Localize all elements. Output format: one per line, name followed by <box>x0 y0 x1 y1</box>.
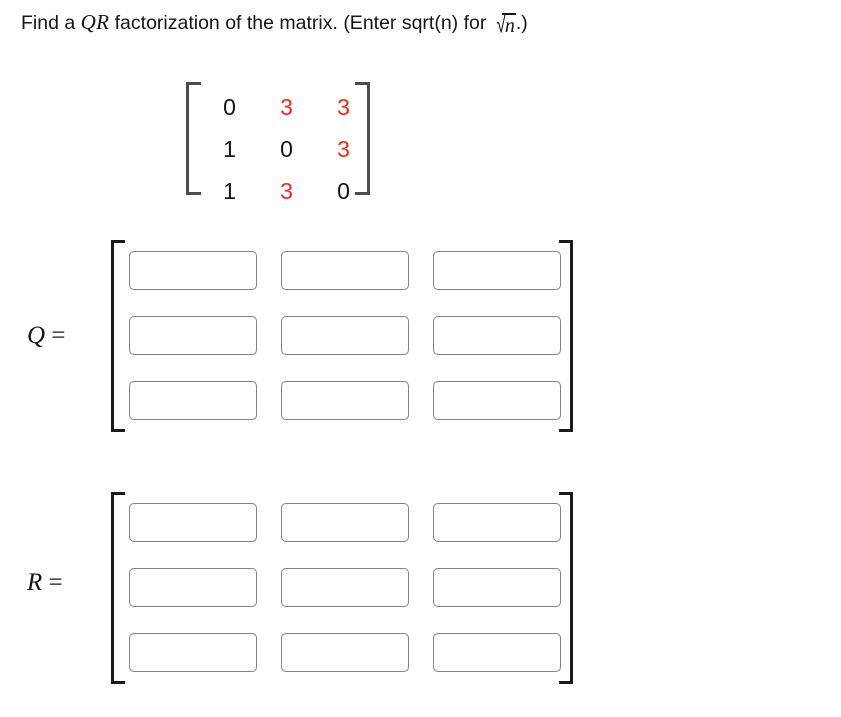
matrix-label-q: Q = <box>27 322 99 350</box>
matrix-cell-r3c3: 0 <box>337 177 350 204</box>
q-input-r2c1[interactable] <box>129 316 257 355</box>
r-input-r1c1[interactable] <box>129 503 257 542</box>
matrix-label-q-variable: Q <box>27 322 46 349</box>
matrix-label-r-variable: R <box>27 569 43 596</box>
q-input-r2c2[interactable] <box>281 316 409 355</box>
matrix-cell-r1c2: 3 <box>280 93 293 120</box>
q-input-r3c3[interactable] <box>433 381 561 420</box>
r-right-bracket <box>559 492 573 684</box>
matrix-cell-r3c1: 1 <box>223 177 236 204</box>
prompt-text-middle: factorization of the matrix. (Enter sqrt… <box>109 12 492 34</box>
matrix-cell-r1c1: 0 <box>223 93 236 120</box>
prompt-text-tail: .) <box>515 12 528 34</box>
prompt-text-lead: Find a <box>21 12 81 34</box>
matrix-label-r-equals: = <box>42 569 63 596</box>
q-input-r2c3[interactable] <box>433 316 561 355</box>
radical-sign-icon: √ <box>496 10 506 38</box>
r-input-r1c3[interactable] <box>433 503 561 542</box>
r-input-r3c1[interactable] <box>129 633 257 672</box>
q-input-r3c1[interactable] <box>129 381 257 420</box>
q-input-grid <box>129 251 561 420</box>
square-root-notation: √n <box>495 12 516 38</box>
r-input-r1c2[interactable] <box>281 503 409 542</box>
r-input-r2c1[interactable] <box>129 568 257 607</box>
r-input-r3c2[interactable] <box>281 633 409 672</box>
r-input-r2c2[interactable] <box>281 568 409 607</box>
matrix-cell-r2c3: 3 <box>337 135 350 162</box>
matrix-cell-r1c3: 3 <box>337 93 350 120</box>
r-left-bracket <box>111 492 125 684</box>
radical-operand: n <box>501 13 516 37</box>
q-input-r3c2[interactable] <box>281 381 409 420</box>
radical-operand-text: n <box>504 15 515 37</box>
q-left-bracket <box>111 240 125 432</box>
r-input-grid <box>129 503 561 672</box>
r-input-r3c3[interactable] <box>433 633 561 672</box>
matrix-label-r: R = <box>27 569 99 597</box>
r-input-r2c3[interactable] <box>433 568 561 607</box>
matrix-grid: 0 3 3 1 0 3 1 3 0 <box>201 86 372 212</box>
matrix-left-bracket <box>186 82 201 195</box>
matrix-cell-r2c2: 0 <box>280 135 293 162</box>
matrix-label-q-equals: = <box>45 322 66 349</box>
q-input-r1c3[interactable] <box>433 251 561 290</box>
q-input-r1c2[interactable] <box>281 251 409 290</box>
q-right-bracket <box>559 240 573 432</box>
q-input-r1c1[interactable] <box>129 251 257 290</box>
matrix-cell-r2c1: 1 <box>223 135 236 162</box>
radical-overbar <box>501 13 516 15</box>
question-prompt: Find a QR factorization of the matrix. (… <box>21 9 528 38</box>
matrix-right-bracket <box>355 82 370 195</box>
prompt-emphasis-qr: QR <box>80 10 110 34</box>
matrix-cell-r3c2: 3 <box>280 177 293 204</box>
